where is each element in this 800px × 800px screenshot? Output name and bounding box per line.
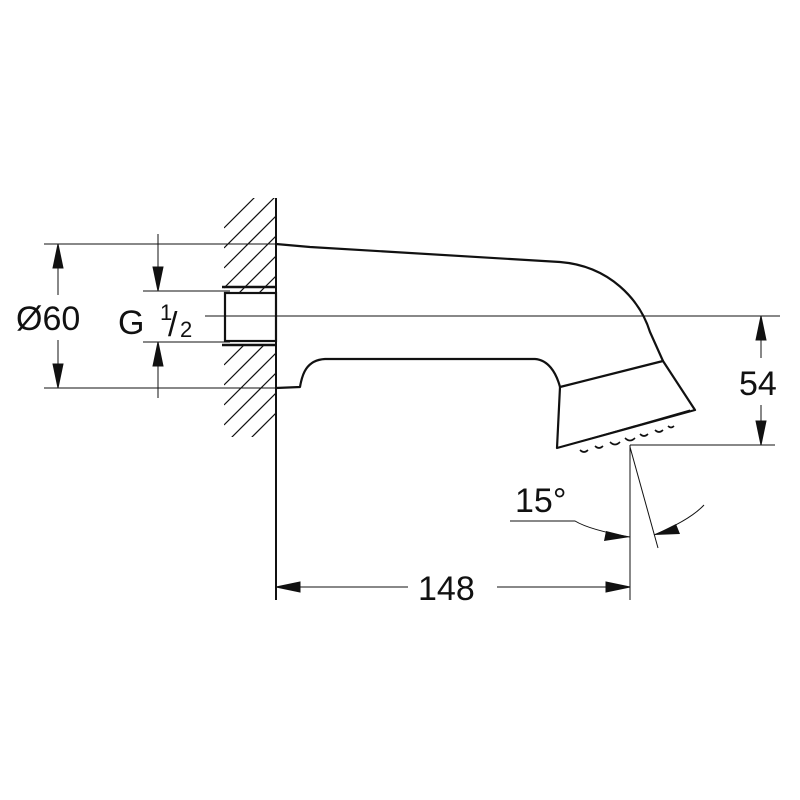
diameter-label: Ø60 — [16, 300, 80, 338]
svg-text:/: / — [168, 306, 178, 344]
thread-label: G 1 / 2 — [118, 300, 192, 344]
svg-text:2: 2 — [180, 317, 192, 342]
height-label: 54 — [739, 365, 777, 403]
spout-body — [275, 242, 697, 453]
thread-connector — [222, 285, 278, 347]
angle-label: 15° — [515, 482, 566, 520]
svg-text:1: 1 — [160, 300, 172, 325]
height-dimension — [630, 315, 775, 446]
wall-hatching — [224, 198, 276, 437]
diameter-dimension — [44, 243, 276, 389]
svg-text:G: G — [118, 304, 144, 342]
projection-dimension — [275, 445, 631, 600]
thread-dimension — [143, 234, 230, 398]
projection-label: 148 — [418, 570, 475, 608]
angle-dimension — [510, 446, 705, 549]
